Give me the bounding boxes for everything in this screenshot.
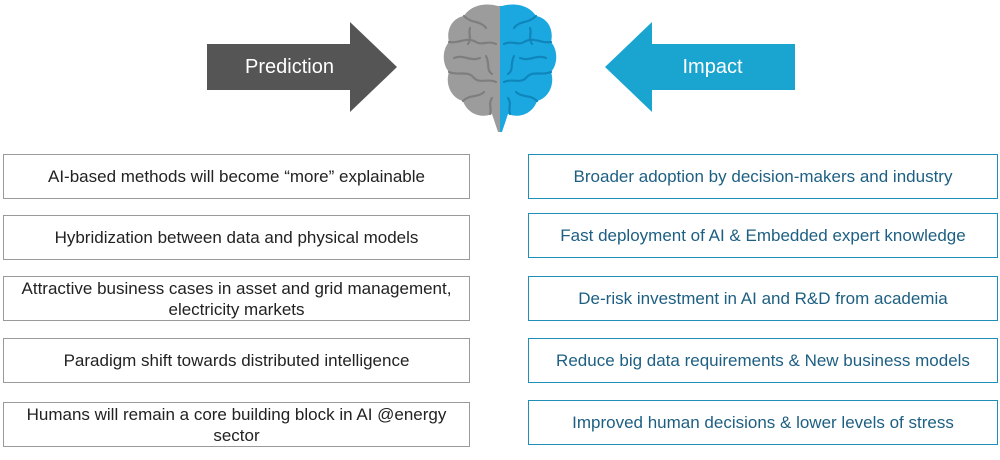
prediction-box-3: Attractive business cases in asset and g…	[3, 276, 470, 321]
prediction-arrow: Prediction	[207, 22, 397, 112]
impact-box-1: Broader adoption by decision-makers and …	[528, 154, 998, 199]
prediction-box-5: Humans will remain a core building block…	[3, 402, 470, 447]
impact-box-3: De-risk investment in AI and R&D from ac…	[528, 276, 998, 321]
prediction-box-4: Paradigm shift towards distributed intel…	[3, 338, 470, 383]
impact-label: Impact	[682, 55, 743, 78]
impact-box-5: Improved human decisions & lower levels …	[528, 400, 998, 445]
impact-box-4: Reduce big data requirements & New busin…	[528, 338, 998, 383]
left-arrow-icon	[605, 22, 795, 112]
right-arrow-icon	[207, 22, 397, 112]
prediction-box-1: AI-based methods will become “more” expl…	[3, 154, 470, 199]
brain-icon	[440, 0, 560, 136]
impact-box-2: Fast deployment of AI & Embedded expert …	[528, 213, 998, 258]
impact-arrow: Impact	[605, 22, 795, 112]
prediction-label: Prediction	[245, 55, 334, 78]
prediction-box-2: Hybridization between data and physical …	[3, 215, 470, 260]
